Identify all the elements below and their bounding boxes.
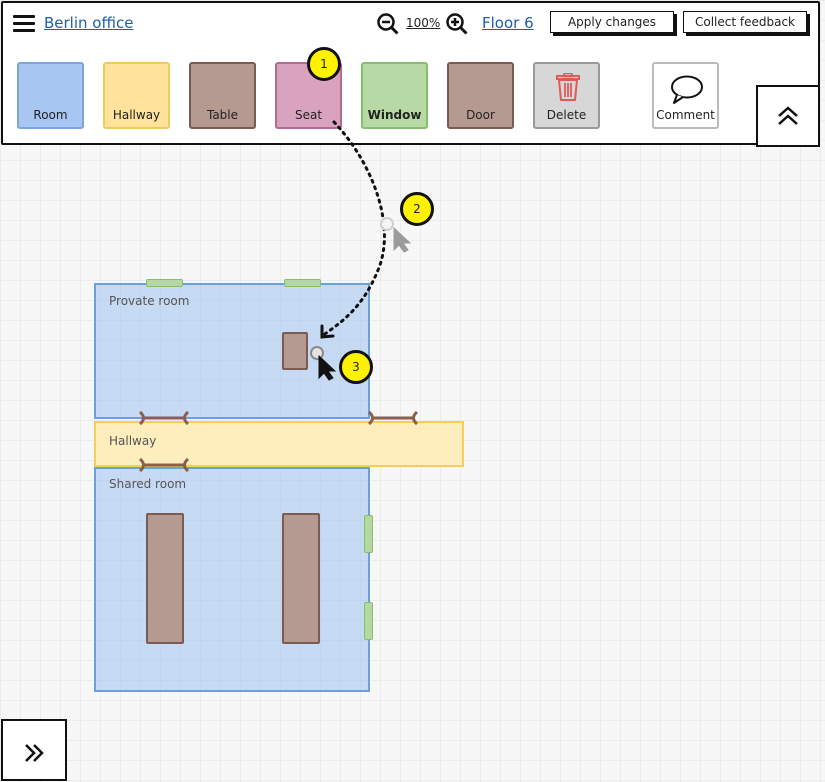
- table-small[interactable]: [282, 332, 308, 370]
- room-private-label: Provate room: [109, 294, 190, 308]
- cursor-icon: [320, 372, 321, 373]
- double-chevron-up-icon: [778, 106, 798, 125]
- trash-icon: [556, 73, 580, 101]
- table-long[interactable]: [146, 513, 184, 644]
- palette-room-label: Room: [33, 108, 68, 122]
- zoom-in-icon[interactable]: [446, 13, 468, 35]
- project-link[interactable]: Berlin office: [44, 14, 134, 32]
- palette-hallway[interactable]: Hallway: [103, 62, 170, 129]
- room-hallway[interactable]: Hallway: [94, 421, 464, 467]
- hamburger-menu-icon[interactable]: [13, 15, 35, 33]
- expand-sidebar-button[interactable]: [1, 719, 67, 781]
- palette-room[interactable]: Room: [17, 62, 84, 129]
- palette-table-label: Table: [206, 108, 239, 122]
- palette-window-label: Window: [367, 108, 422, 122]
- double-chevron-right-icon: [25, 744, 44, 762]
- room-hallway-label: Hallway: [109, 434, 157, 448]
- palette-seat-label: Seat: [294, 108, 323, 122]
- door[interactable]: [366, 410, 420, 426]
- step-badge-2: 2: [400, 192, 434, 226]
- window[interactable]: [284, 279, 321, 287]
- zoom-level: 100%: [406, 16, 441, 30]
- palette-comment[interactable]: Comment: [652, 62, 719, 129]
- collect-feedback-button[interactable]: Collect feedback: [683, 11, 807, 33]
- room-private[interactable]: Provate room: [94, 283, 370, 419]
- palette-window[interactable]: Window: [361, 62, 428, 129]
- room-shared-label: Shared room: [109, 477, 187, 491]
- palette-door[interactable]: Door: [447, 62, 514, 129]
- room-shared[interactable]: Shared room: [94, 467, 370, 692]
- step-badge-3: 3: [339, 350, 373, 384]
- speech-bubble-icon: [671, 75, 703, 104]
- collapse-toolbar-button[interactable]: [756, 85, 820, 147]
- palette-delete-label: Delete: [546, 108, 587, 122]
- palette-hallway-label: Hallway: [112, 108, 161, 122]
- toolbar: Berlin office 100% Floor 6 Apply changes…: [1, 1, 820, 147]
- window[interactable]: [364, 515, 373, 553]
- floor-link[interactable]: Floor 6: [482, 14, 534, 32]
- table-long[interactable]: [282, 513, 320, 644]
- step-badge-1: 1: [307, 47, 341, 81]
- palette-table[interactable]: Table: [189, 62, 256, 129]
- window[interactable]: [146, 279, 183, 287]
- window[interactable]: [364, 602, 373, 640]
- zoom-out-icon[interactable]: [377, 13, 399, 35]
- palette-comment-label: Comment: [656, 108, 715, 122]
- door[interactable]: [137, 457, 191, 473]
- palette-door-label: Door: [466, 108, 495, 122]
- palette-delete[interactable]: Delete: [533, 62, 600, 129]
- door[interactable]: [137, 410, 191, 426]
- apply-changes-button[interactable]: Apply changes: [550, 11, 674, 33]
